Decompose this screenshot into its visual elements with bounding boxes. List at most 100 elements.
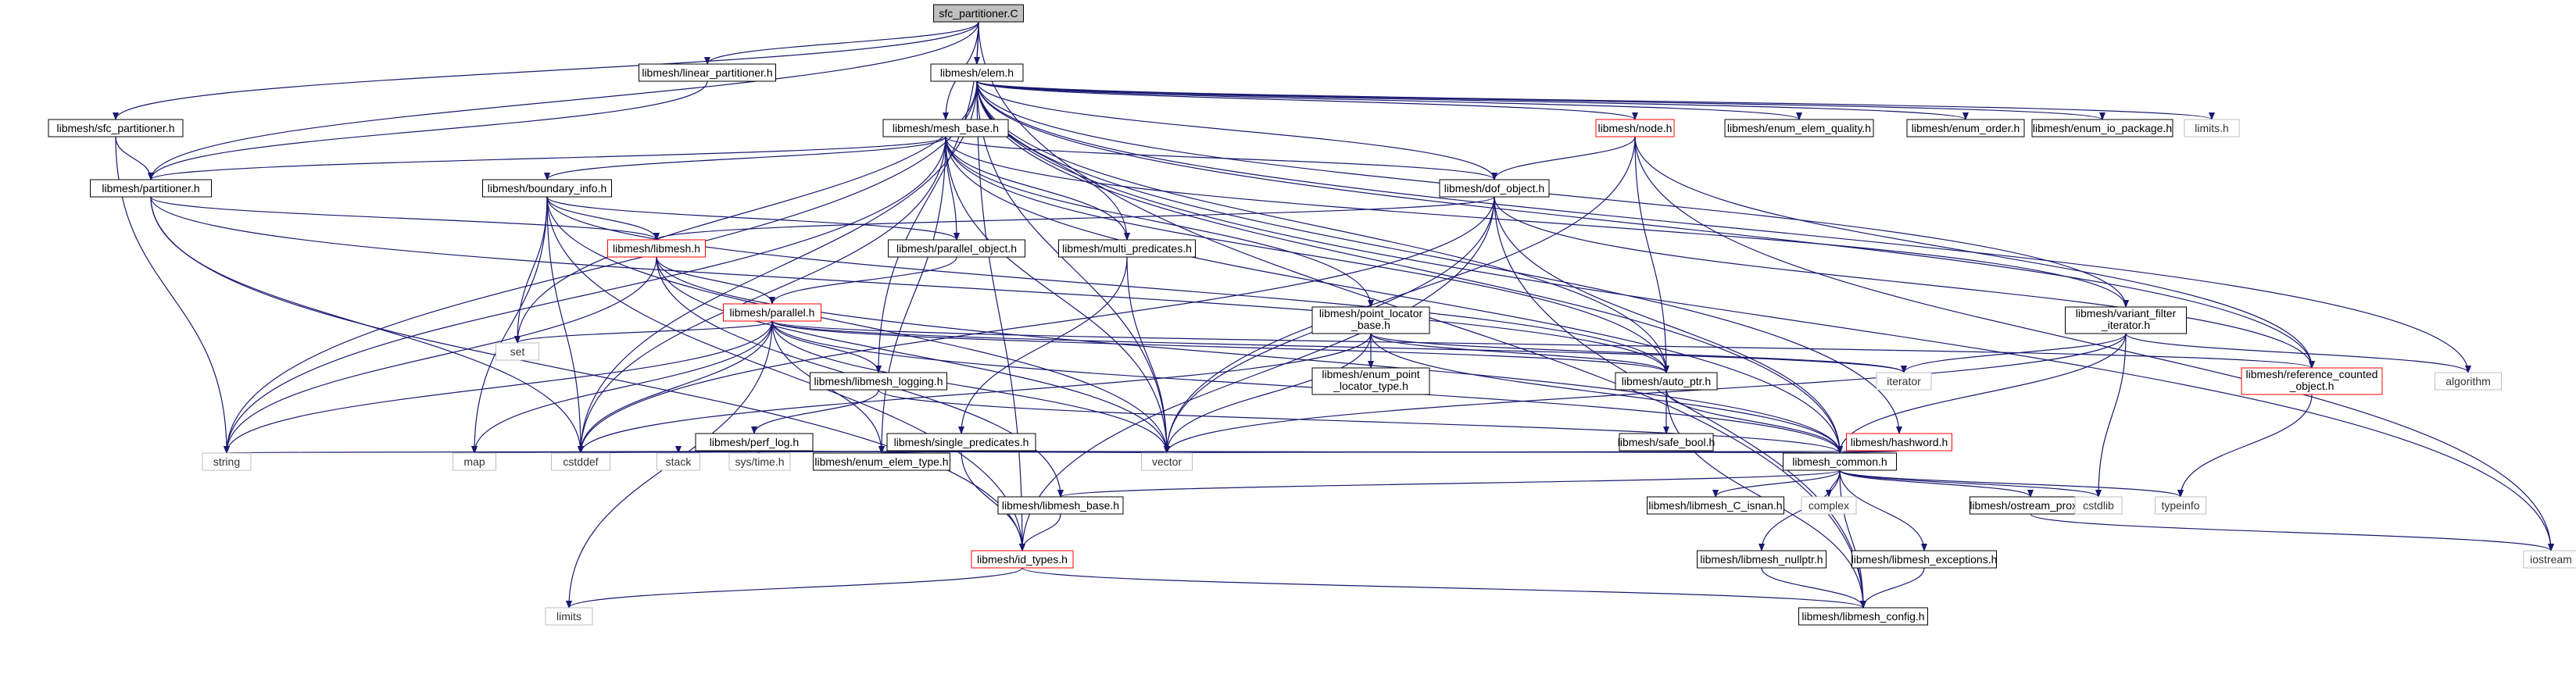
node-n4[interactable]: libmesh/mesh_base.h xyxy=(882,119,1009,137)
dependency-edge xyxy=(976,80,1638,120)
node-label: libmesh/libmesh_logging.h xyxy=(814,375,943,387)
node-n16[interactable]: libmesh/parallel.h xyxy=(723,303,821,322)
node-n8[interactable]: libmesh/enum_io_package.h xyxy=(2031,119,2174,137)
node-label: libmesh_common.h xyxy=(1792,455,1887,468)
node-label: sys/time.h xyxy=(735,455,784,468)
dependency-edge xyxy=(1164,136,1636,454)
node-label: libmesh/enum_order.h xyxy=(1912,122,2020,134)
node-n3[interactable]: libmesh/sfc_partitioner.h xyxy=(48,119,184,137)
node-label: libmesh/enum_elem_type.h xyxy=(814,455,948,468)
node-box xyxy=(882,119,1009,137)
dependency-edge xyxy=(546,196,1669,373)
node-n1[interactable]: libmesh/linear_partitioner.h xyxy=(639,63,776,82)
dependency-edge xyxy=(945,136,2129,308)
node-n27[interactable]: libmesh/single_predicates.h xyxy=(886,433,1036,452)
node-n49[interactable]: libmesh/libmesh_config.h xyxy=(1798,607,1928,626)
node-n32: cstddef xyxy=(551,452,610,471)
node-n18[interactable]: libmesh/variant_filter_iterator.h xyxy=(2065,306,2187,334)
node-box xyxy=(997,496,1124,515)
node-label: libmesh/single_predicates.h xyxy=(894,436,1029,448)
node-label: libmesh/libmesh.h xyxy=(613,242,700,255)
node-n10[interactable]: libmesh/partitioner.h xyxy=(90,179,212,198)
node-n44[interactable]: libmesh/id_types.h xyxy=(971,550,1074,569)
dependency-edge xyxy=(751,389,879,434)
node-n30: string xyxy=(202,452,252,471)
node-n6[interactable]: libmesh/enum_elem_quality.h xyxy=(1724,119,1874,137)
node-n11[interactable]: libmesh/boundary_info.h xyxy=(482,179,612,198)
node-n46[interactable]: libmesh/libmesh_exceptions.h xyxy=(1852,550,1998,569)
node-label: vector xyxy=(1152,455,1182,468)
node-n14[interactable]: libmesh/parallel_object.h xyxy=(888,239,1025,258)
dependency-edge xyxy=(471,320,773,454)
node-box xyxy=(202,452,252,471)
dependency-edge xyxy=(148,80,708,180)
node-n17[interactable]: libmesh/point_locator_base.h xyxy=(1311,306,1430,334)
node-label: string xyxy=(213,455,240,468)
node-box xyxy=(2155,496,2206,515)
dependency-edge xyxy=(1839,469,2184,498)
node-n7[interactable]: libmesh/enum_order.h xyxy=(1906,119,2025,137)
node-box xyxy=(1311,306,1430,334)
dependency-edge xyxy=(769,256,957,305)
dependency-edge xyxy=(1901,333,2127,373)
node-box xyxy=(1141,452,1193,471)
node-n24[interactable]: libmesh/auto_ptr.h xyxy=(1615,372,1718,391)
dependency-edge xyxy=(771,320,1170,454)
dependency-edge xyxy=(224,256,657,454)
node-n2[interactable]: libmesh/elem.h xyxy=(930,63,1024,82)
node-n26[interactable]: libmesh/perf_log.h xyxy=(695,433,814,452)
node-n28[interactable]: libmesh/safe_bool.h xyxy=(1618,433,1716,452)
node-n9: limits.h xyxy=(2184,119,2240,137)
node-label: libmesh/libmesh_exceptions.h xyxy=(1852,553,1998,566)
dependency-edge xyxy=(976,80,1130,241)
node-n45[interactable]: libmesh/libmesh_nullptr.h xyxy=(1697,550,1826,569)
node-box xyxy=(48,119,184,137)
node-n15[interactable]: libmesh/multi_predicates.h xyxy=(1058,239,1196,258)
node-label: libmesh/libmesh_C_isnan.h xyxy=(1648,499,1782,512)
dependency-edge xyxy=(2030,513,2554,551)
dependency-edge xyxy=(2095,333,2127,498)
dependency-edge xyxy=(771,320,2315,369)
node-box xyxy=(2074,496,2123,515)
node-n37[interactable]: libmesh_common.h xyxy=(1783,452,1897,471)
node-box xyxy=(1697,550,1826,569)
node-label: sfc_partitioner.C xyxy=(939,7,1018,20)
node-n35[interactable]: libmesh/enum_elem_type.h xyxy=(813,452,950,471)
dependency-edge xyxy=(115,136,154,180)
node-label: libmesh/sfc_partitioner.h xyxy=(57,122,175,134)
node-n38[interactable]: libmesh/libmesh_base.h xyxy=(997,496,1124,515)
dependency-edge xyxy=(875,21,979,373)
node-n41[interactable]: libmesh/ostream_proxy.h xyxy=(1970,496,2091,515)
node-label: libmesh/elem.h xyxy=(940,66,1014,79)
dependency-edge xyxy=(546,196,1170,454)
node-n29[interactable]: libmesh/hashword.h xyxy=(1846,433,1952,452)
node-box xyxy=(810,372,947,391)
node-n48: limits xyxy=(545,607,593,626)
node-n23[interactable]: libmesh/enum_point_locator_type.h xyxy=(1311,367,1430,395)
dependency-edge xyxy=(945,136,1669,373)
node-n5[interactable]: libmesh/node.h xyxy=(1595,119,1675,137)
node-label: _base.h xyxy=(1351,319,1390,331)
dependency-edge xyxy=(148,21,979,180)
node-label: libmesh/point_locator xyxy=(1319,307,1423,319)
node-box xyxy=(1619,433,1714,452)
node-n0[interactable]: sfc_partitioner.C xyxy=(933,4,1024,23)
node-n13[interactable]: libmesh/libmesh.h xyxy=(607,239,706,258)
dependency-edge xyxy=(1494,196,1866,609)
dependency-edge xyxy=(976,80,1802,120)
node-n42: cstdlib xyxy=(2074,496,2123,515)
node-box xyxy=(545,607,593,626)
node-n33: stack xyxy=(657,452,700,471)
dependency-edge xyxy=(958,256,1128,434)
node-box xyxy=(1595,119,1675,137)
node-label: cstddef xyxy=(563,455,598,468)
dependency-edge xyxy=(976,80,1025,551)
node-label: libmesh/dof_object.h xyxy=(1444,182,1544,195)
node-n12[interactable]: libmesh/dof_object.h xyxy=(1439,179,1550,198)
dependency-edge xyxy=(546,196,660,241)
node-n39[interactable]: libmesh/libmesh_C_isnan.h xyxy=(1647,496,1784,515)
node-n22[interactable]: libmesh/libmesh_logging.h xyxy=(810,372,947,391)
dependency-edge xyxy=(771,320,1907,373)
node-n19[interactable]: libmesh/reference_counted_object.h xyxy=(2241,367,2383,395)
